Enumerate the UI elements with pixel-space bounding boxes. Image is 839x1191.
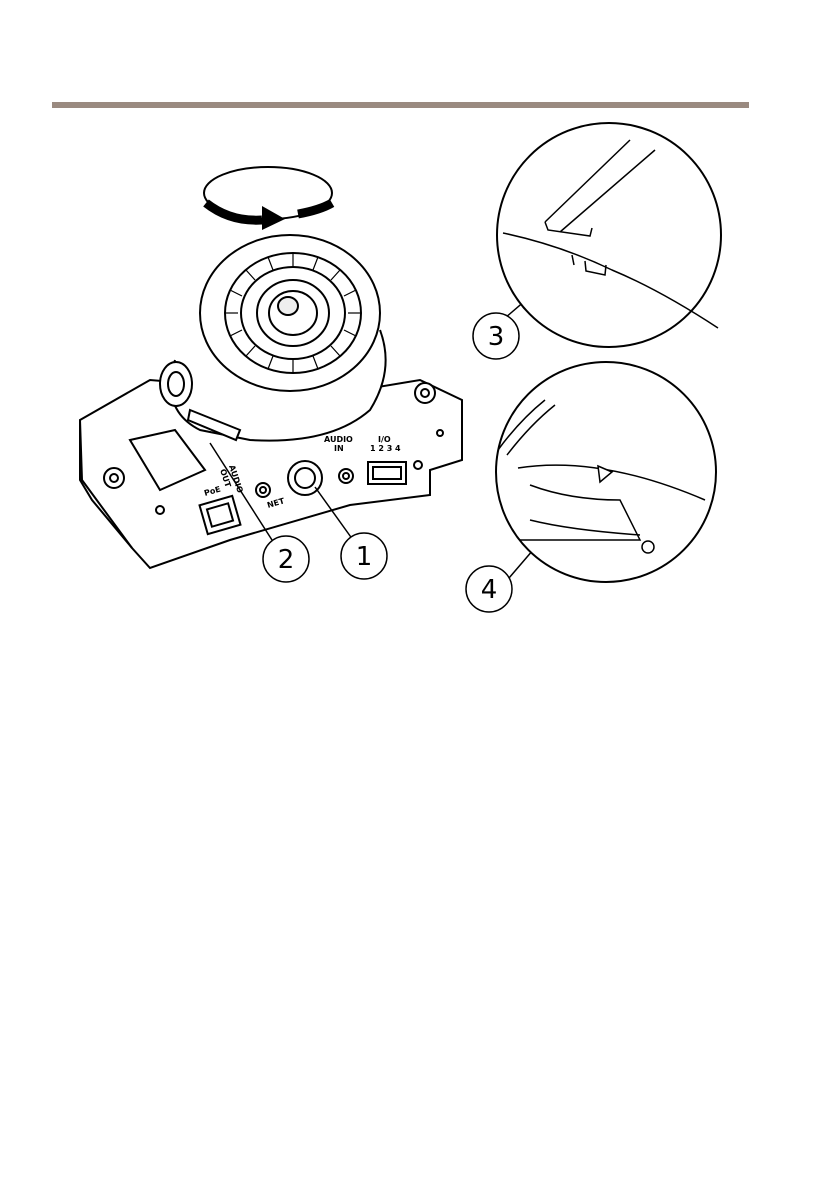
svg-text:1: 1 [356, 542, 373, 572]
svg-text:3: 3 [488, 322, 505, 352]
detail-view-4: 4 [466, 362, 716, 612]
callout-2: 2 [263, 536, 309, 582]
camera-dome [160, 235, 386, 441]
audio-in-label-2: IN [334, 444, 344, 453]
rotation-arrow-icon [204, 167, 332, 230]
svg-text:4: 4 [481, 575, 498, 605]
svg-text:2: 2 [278, 545, 295, 575]
detail-view-3: 3 [473, 123, 721, 359]
audio-in-label-1: AUDIO [324, 435, 353, 444]
io-label-1: I/O [378, 435, 391, 444]
callout-1: 1 [341, 533, 387, 579]
io-label-2: 1 2 3 4 [370, 444, 401, 453]
